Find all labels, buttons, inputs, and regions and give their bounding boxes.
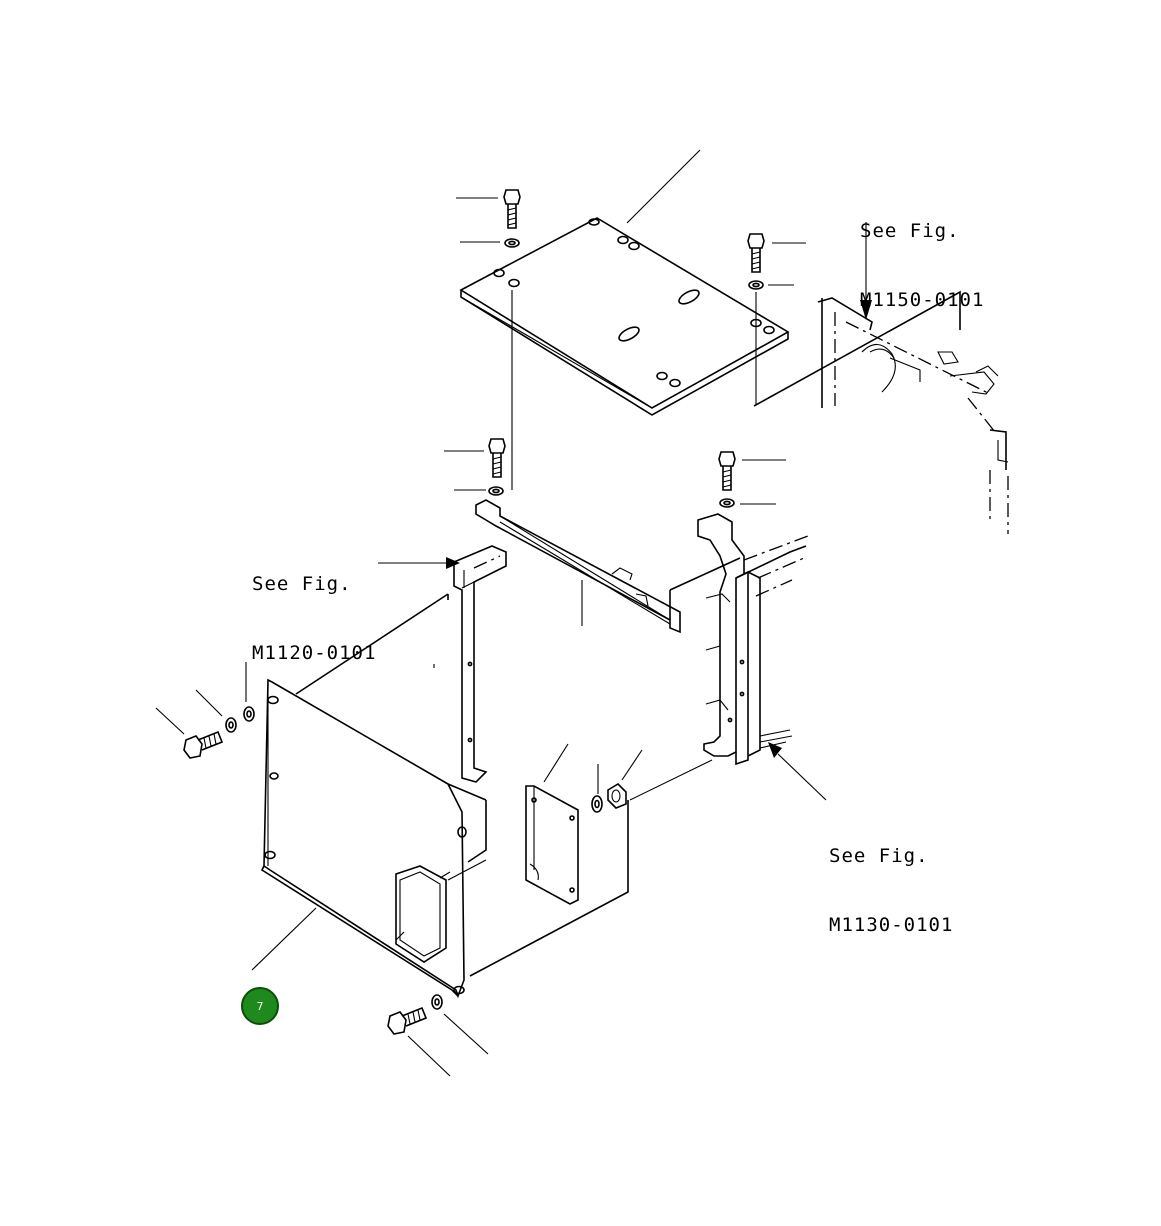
left-bolt-group <box>155 662 255 759</box>
right-vertical-frame <box>697 513 827 801</box>
reference-m1120-line2: M1120-0101 <box>252 642 377 664</box>
left-vertical-post <box>378 545 507 783</box>
middle-right-bolt <box>718 451 786 508</box>
top-right-bolt <box>747 233 806 273</box>
upper-right-frame <box>753 222 1009 534</box>
middle-left-bolt <box>444 438 506 496</box>
cross-bracket <box>475 499 741 634</box>
item-callout-badge[interactable]: 7 <box>241 987 279 1025</box>
reference-m1150-line1: See Fig. <box>860 220 960 242</box>
bottom-bolt-group <box>387 994 489 1077</box>
top-left-washer <box>460 238 520 490</box>
reference-m1130[interactable]: See Fig. M1130-0101 <box>829 799 953 983</box>
front-panel <box>251 593 629 999</box>
reference-m1130-line2: M1130-0101 <box>829 914 954 936</box>
reference-m1120[interactable]: See Fig. M1120-0101 <box>252 527 376 711</box>
reference-m1130-line1: See Fig. <box>829 845 929 867</box>
top-cover-plate <box>459 149 790 416</box>
reference-m1120-line1: See Fig. <box>252 573 352 595</box>
nut-and-washer <box>591 749 713 813</box>
top-right-washer <box>748 280 794 404</box>
reference-m1150[interactable]: See Fig. M1150-0101 <box>860 174 984 358</box>
small-cover-plate <box>525 743 579 905</box>
top-left-bolt <box>456 189 521 229</box>
reference-m1150-line2: M1150-0101 <box>860 289 985 311</box>
